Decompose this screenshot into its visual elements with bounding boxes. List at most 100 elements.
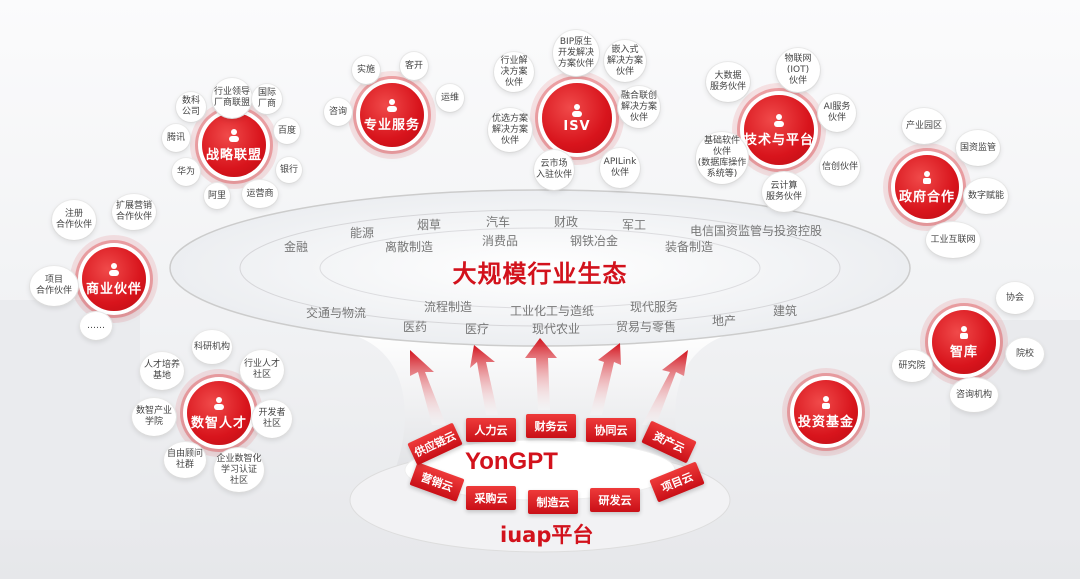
industry-label: 流程制造: [424, 300, 473, 314]
iuap-platform-label: iuap平台: [500, 523, 594, 547]
partner-node: 研究院: [892, 350, 932, 382]
hub-digital-talent[interactable]: 数智人才: [187, 381, 251, 445]
industry-label: 贸易与零售: [616, 320, 677, 334]
people-icon: [774, 113, 784, 127]
partner-node: 实施: [352, 56, 380, 84]
partner-node: 咨询: [324, 98, 352, 126]
partner-node: 科研机构: [192, 330, 232, 364]
people-icon: [229, 128, 239, 142]
industry-label: 现代农业: [532, 322, 581, 336]
partner-node: 大数据 服务伙伴: [706, 62, 750, 102]
people-icon: [387, 98, 397, 112]
industry-label: 交通与物流: [306, 306, 367, 320]
person-icon: [960, 325, 968, 339]
partner-node: AI服务 伙伴: [818, 94, 856, 132]
hub-strategy[interactable]: 战略联盟: [202, 113, 266, 177]
hub-tech-platform[interactable]: 技术与平台: [744, 95, 814, 165]
partner-node: 云市场 入驻伙伴: [534, 150, 574, 190]
hub-label: 智库: [949, 344, 978, 360]
partner-node: 基础软件 伙伴 (数据库操作 系统等): [696, 132, 748, 184]
partner-node: APILink 伙伴: [600, 148, 640, 188]
partner-node: 运营商: [242, 180, 278, 208]
partner-node: 百度: [274, 118, 300, 144]
partner-node: 云计算 服务伙伴: [762, 172, 806, 212]
people-icon: [214, 396, 224, 410]
partner-node: 行业解 决方案 伙伴: [494, 52, 534, 92]
partner-node: 院校: [1006, 338, 1044, 370]
partner-node: 优选方案 解决方案 伙伴: [488, 108, 532, 152]
partner-node: 工业互联网: [926, 222, 980, 258]
partner-node: 信创伙伴: [820, 148, 860, 186]
industry-label: 能源: [350, 226, 375, 240]
partner-node: 注册 合作伙伴: [52, 200, 96, 240]
industry-label: 财政: [554, 215, 579, 229]
industry-label: 建筑: [773, 304, 798, 318]
industry-label: 医药: [403, 320, 428, 334]
partner-node: 行业领导 厂商联盟: [212, 78, 252, 118]
industry-label: 军工: [622, 218, 647, 232]
partner-node: 数科 公司: [176, 92, 206, 122]
hub-label: 技术与平台: [744, 132, 815, 148]
hub-label: 商业伙伴: [85, 281, 142, 297]
partner-node: 开发者 社区: [252, 400, 292, 438]
person-icon: [822, 395, 830, 409]
partner-node: 华为: [172, 158, 200, 186]
hub-think-tank[interactable]: 智库: [932, 310, 996, 374]
partner-node: 扩展营销 合作伙伴: [112, 194, 156, 230]
hub-label: 投资基金: [797, 414, 854, 430]
industry-label: 地产: [712, 314, 737, 328]
ecosystem-title: 大规模行业生态: [452, 260, 628, 288]
partner-node: 数智产业 学院: [132, 398, 176, 436]
partner-node: 咨询机构: [950, 378, 998, 412]
partner-node: 嵌入式 解决方案 伙伴: [604, 40, 646, 82]
partner-node: ……: [80, 312, 112, 340]
partner-node: 客开: [400, 52, 428, 80]
industry-label: 电信国资监管与投资控股: [690, 224, 823, 238]
hub-isv[interactable]: ISV: [542, 83, 612, 153]
industry-label: 装备制造: [665, 240, 714, 254]
people-icon: [109, 262, 119, 276]
partner-node: 产业园区: [902, 108, 946, 144]
partner-node: 银行: [276, 157, 302, 183]
hub-investment-fund[interactable]: 投资基金: [794, 380, 858, 444]
industry-label: 现代服务: [630, 300, 679, 314]
cloud-tile: 制造云: [528, 490, 578, 514]
industry-label: 烟草: [417, 218, 442, 232]
partner-node: 项目 合作伙伴: [30, 266, 78, 306]
partner-node: 阿里: [204, 183, 230, 209]
hub-professional[interactable]: 专业服务: [360, 83, 424, 147]
people-icon: [572, 103, 582, 117]
industry-label: 消费品: [482, 234, 519, 248]
hub-label: 数智人才: [190, 415, 247, 431]
cloud-tile: 研发云: [590, 488, 640, 512]
yongpt-core: YonGPT: [465, 448, 558, 475]
cloud-tile: 协同云: [586, 418, 636, 442]
industry-label: 钢铁冶金: [570, 234, 619, 248]
partner-node: BIP原生 开发解决 方案伙伴: [553, 30, 599, 76]
hub-label: ISV: [563, 118, 591, 134]
person-icon: [923, 170, 931, 184]
partner-node: 协会: [996, 282, 1034, 314]
partner-node: 人才培养 基地: [140, 352, 184, 390]
partner-node: 国际 厂商: [252, 84, 282, 114]
hub-label: 政府合作: [898, 189, 955, 205]
partner-node: 数字赋能: [964, 178, 1008, 214]
hub-label: 专业服务: [363, 117, 420, 133]
industry-label: 离散制造: [385, 240, 434, 254]
partner-node: 行业人才 社区: [240, 350, 284, 390]
partner-node: 融合联创 解决方案 伙伴: [618, 86, 660, 128]
hub-label: 战略联盟: [205, 147, 262, 163]
industry-label: 汽车: [486, 215, 511, 229]
industry-label: 金融: [284, 240, 309, 254]
hub-government[interactable]: 政府合作: [895, 155, 959, 219]
industry-label: 工业化工与造纸: [510, 304, 595, 318]
partner-node: 物联网 (IOT) 伙伴: [776, 48, 820, 92]
partner-node: 自由顾问 社群: [164, 442, 206, 478]
partner-node: 国资监管: [956, 130, 1000, 166]
cloud-tile: 人力云: [466, 418, 516, 442]
hub-business-partner[interactable]: 商业伙伴: [82, 247, 146, 311]
partner-node: 企业数智化 学习认证 社区: [214, 448, 264, 492]
partner-node: 运维: [436, 84, 464, 112]
cloud-tile: 采购云: [466, 486, 516, 510]
